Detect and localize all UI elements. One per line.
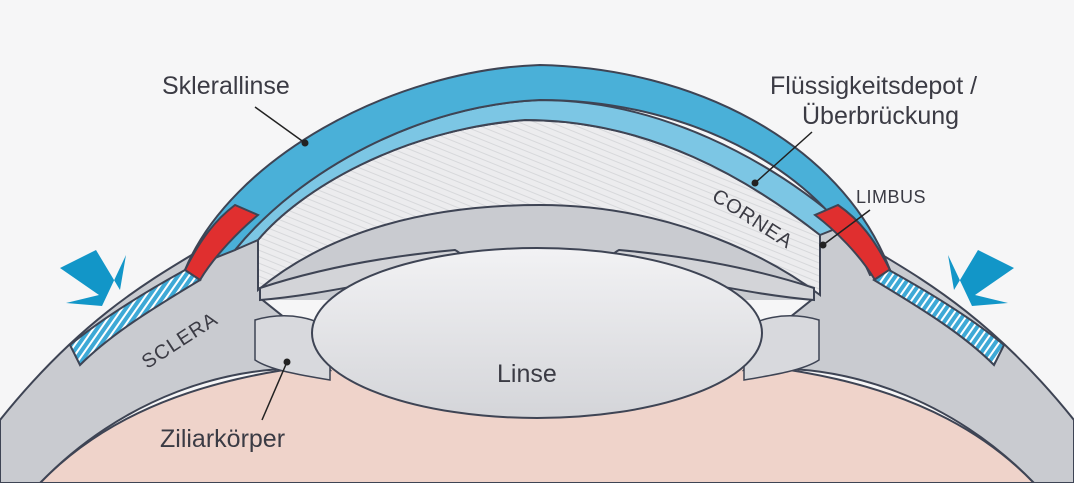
label-sklerallinse: Sklerallinse xyxy=(162,72,290,100)
arrow-down-left-icon xyxy=(948,250,1014,306)
lens-haptic-left xyxy=(68,268,202,367)
leader-limbus xyxy=(822,209,871,246)
leader-sklerallinse xyxy=(254,106,306,144)
label-ueberbrueckung: Überbrückung xyxy=(802,102,960,130)
lens-haptic-right xyxy=(872,268,1006,367)
arrow-down-right-icon xyxy=(60,250,126,306)
limbus-left xyxy=(183,203,260,282)
leader-fluessigkeitsdepot xyxy=(754,131,813,184)
crystalline-lens xyxy=(311,247,763,419)
label-limbus: LIMBUS xyxy=(856,187,927,207)
limbus-right xyxy=(813,203,892,282)
label-ziliarkoerper: Ziliarkörper xyxy=(160,425,286,453)
leader-ziliarkoerper xyxy=(261,361,288,421)
label-linse: Linse xyxy=(497,360,557,388)
label-fluessigkeitsdepot: Flüssigkeitsdepot / xyxy=(770,72,978,100)
